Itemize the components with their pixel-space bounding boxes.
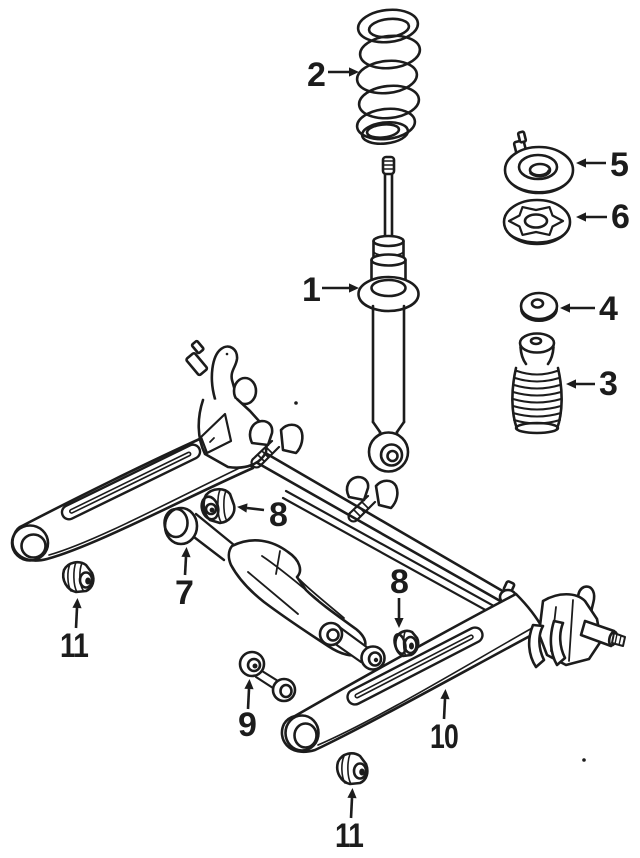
link-bushing-front	[200, 487, 236, 525]
link-bushing-rear	[393, 629, 420, 658]
callout-label-strut-boot: 3	[599, 365, 617, 403]
callout-link-bushing-rear: 8	[390, 563, 409, 628]
coil-spring	[355, 8, 422, 146]
callout-arm-bushing-bottom: 11	[335, 788, 364, 855]
trailing-arm-left	[10, 431, 255, 562]
callout-arrowhead	[576, 212, 586, 222]
callout-strut-mount: 5	[576, 146, 629, 184]
callout-label-washer: 4	[599, 290, 618, 328]
callout-label-link-bushing-front: 8	[269, 496, 287, 534]
mount-insulator	[502, 198, 572, 246]
callout-arrowhead	[349, 67, 359, 77]
callout-label-trailing-arm-right: 10	[430, 718, 458, 756]
callout-arrow-line	[246, 688, 251, 710]
callout-arrow-line	[183, 556, 188, 576]
callout-arrow-line	[349, 797, 354, 819]
shock-absorber	[357, 155, 420, 473]
knuckle-right	[527, 585, 626, 669]
lateral-link-assembly	[163, 506, 386, 671]
callout-arrowhead	[181, 547, 191, 558]
print-specks	[225, 352, 586, 762]
callout-trailing-arm-right: 10	[430, 689, 459, 756]
callout-arrowhead	[72, 598, 82, 609]
callout-arrowhead	[440, 689, 450, 700]
callout-arrow-line	[74, 607, 79, 629]
callout-arrowhead	[560, 303, 570, 313]
callout-arrowhead	[237, 503, 248, 513]
callout-label-arm-bushing-bottom: 11	[335, 817, 363, 855]
callout-layer: 1 2 3 4 5 6 7 8 8 9 10 11 11	[60, 56, 630, 855]
connecting-link	[238, 650, 297, 703]
callout-shock-absorber: 1	[302, 271, 359, 309]
strut-mount	[503, 130, 575, 195]
arm-bushing-left	[61, 560, 95, 594]
callout-washer: 4	[560, 290, 619, 328]
callout-connecting-link: 9	[238, 679, 257, 744]
spring-seat-bracket-mid	[345, 475, 399, 523]
callout-label-connecting-link: 9	[238, 706, 256, 744]
callout-arrow-line	[442, 698, 447, 720]
knuckle-left	[185, 339, 270, 469]
callout-arrow-line	[246, 506, 265, 512]
spring-seat-bracket-left	[248, 419, 304, 469]
callout-arm-bushing-left: 11	[60, 598, 89, 665]
callout-arrowhead	[349, 283, 359, 293]
callout-arrowhead	[394, 618, 404, 628]
callout-arrowhead	[576, 158, 586, 168]
callout-label-mount-insulator: 6	[611, 198, 629, 236]
callout-mount-insulator: 6	[576, 198, 630, 236]
strut-boot	[511, 332, 563, 435]
arm-bushing-bottom	[335, 752, 369, 786]
callout-label-coil-spring: 2	[307, 56, 325, 94]
callout-label-shock-absorber: 1	[302, 271, 320, 309]
callout-coil-spring: 2	[307, 56, 359, 94]
callout-label-link-bushing-rear: 8	[390, 563, 408, 601]
callout-label-arm-bushing-left: 11	[60, 627, 88, 665]
callout-label-strut-mount: 5	[610, 146, 628, 184]
callout-label-lateral-link-assembly: 7	[175, 574, 193, 612]
callout-lateral-link-assembly: 7	[175, 547, 194, 612]
callout-strut-boot: 3	[566, 365, 618, 403]
callout-arrowhead	[347, 788, 357, 799]
callout-arrowhead	[244, 679, 254, 690]
callout-link-bushing-front: 8	[237, 496, 288, 534]
washer	[519, 291, 559, 322]
trailing-arm-right	[280, 592, 545, 753]
callout-arrowhead	[566, 379, 576, 389]
